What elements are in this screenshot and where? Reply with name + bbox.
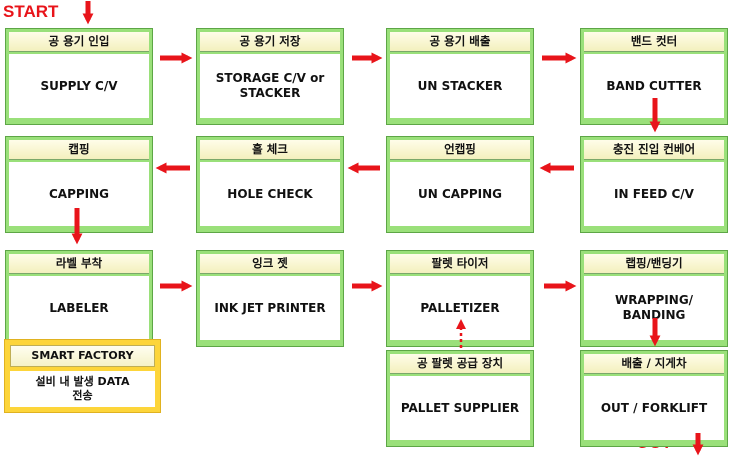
step-header: 공 용기 배출: [390, 32, 530, 52]
step-body: UN CAPPING: [390, 162, 530, 226]
step-body-line: UN STACKER: [417, 78, 503, 93]
step-header: 공 용기 인입: [9, 32, 149, 52]
step-header: 팔렛 타이저: [390, 254, 530, 274]
step-body-line: SUPPLY C/V: [40, 78, 118, 93]
step-body: PALLETIZER: [390, 276, 530, 340]
step-pallet-supplier: 공 팔렛 공급 장치 PALLET SUPPLIER: [386, 350, 534, 447]
step-body-line: CAPPING: [48, 186, 110, 201]
step-un-stacker: 공 용기 배출 UN STACKER: [386, 28, 534, 125]
step-body: OUT / FORKLIFT: [584, 376, 724, 440]
step-body-line: LABELER: [49, 300, 109, 315]
step-body: PALLET SUPPLIER: [390, 376, 530, 440]
step-ink-jet-printer: 잉크 젯 INK JET PRINTER: [196, 250, 344, 347]
step-storage-cv: 공 용기 저장 STORAGE C/V or STACKER: [196, 28, 344, 125]
legend-smart-factory: SMART FACTORY 설비 내 발생 DATA 전송: [4, 339, 161, 413]
step-body-line: PALLET SUPPLIER: [400, 400, 520, 415]
step-body: IN FEED C/V: [584, 162, 724, 226]
legend-body: 설비 내 발생 DATA 전송: [10, 371, 155, 407]
step-body: UN STACKER: [390, 54, 530, 118]
step-body-line: HOLE CHECK: [227, 186, 313, 201]
step-body-line: OUT / FORKLIFT: [600, 400, 708, 415]
step-supply-cv: 공 용기 인입 SUPPLY C/V: [5, 28, 153, 125]
step-body-line: WRAPPING/: [614, 293, 694, 307]
step-header: 배출 / 지게차: [584, 354, 724, 374]
step-body: LABELER: [9, 276, 149, 340]
legend-body-line: 설비 내 발생 DATA: [35, 375, 130, 388]
step-body: INK JET PRINTER: [200, 276, 340, 340]
step-out-forklift: 배출 / 지게차 OUT / FORKLIFT: [580, 350, 728, 447]
step-header: 공 용기 저장: [200, 32, 340, 52]
step-header: 공 팔렛 공급 장치: [390, 354, 530, 374]
step-un-capping: 언캡핑 UN CAPPING: [386, 136, 534, 233]
step-body-line: INK JET PRINTER: [214, 300, 326, 315]
step-in-feed-cv: 충진 진입 컨베어 IN FEED C/V: [580, 136, 728, 233]
step-body-line: BANDING: [622, 308, 686, 322]
step-header: 언캡핑: [390, 140, 530, 160]
step-palletizer: 팔렛 타이저 PALLETIZER: [386, 250, 534, 347]
step-body-line: BAND CUTTER: [606, 78, 702, 93]
step-body-line: STACKER: [239, 86, 301, 100]
step-body: SUPPLY C/V: [9, 54, 149, 118]
step-body-line: UN CAPPING: [417, 186, 502, 201]
legend-body-line: 전송: [72, 389, 93, 402]
step-body-line: PALLETIZER: [420, 300, 500, 315]
legend-header: SMART FACTORY: [10, 345, 155, 367]
step-body-line: STORAGE C/V or: [215, 71, 325, 85]
step-body: HOLE CHECK: [200, 162, 340, 226]
step-header: 캡핑: [9, 140, 149, 160]
step-header: 밴드 컷터: [584, 32, 724, 52]
step-hole-check: 홀 체크 HOLE CHECK: [196, 136, 344, 233]
step-labeler: 라벨 부착 LABELER: [5, 250, 153, 347]
step-header: 충진 진입 컨베어: [584, 140, 724, 160]
step-header: 홀 체크: [200, 140, 340, 160]
step-header: 잉크 젯: [200, 254, 340, 274]
start-label: START: [3, 2, 59, 21]
step-header: 라벨 부착: [9, 254, 149, 274]
step-body-line: IN FEED C/V: [614, 186, 694, 201]
step-header: 랩핑/밴딩기: [584, 254, 724, 274]
step-body: STORAGE C/V or STACKER: [200, 54, 340, 118]
